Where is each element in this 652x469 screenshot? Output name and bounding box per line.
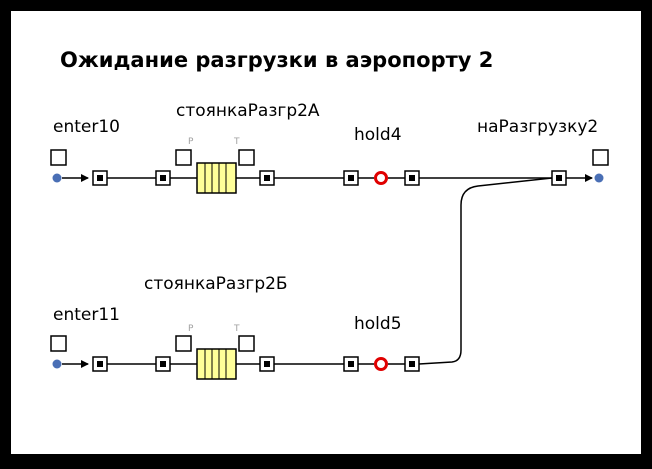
port-dot (556, 175, 562, 181)
port-dot (348, 361, 354, 367)
t-port-box (238, 335, 255, 352)
p-port-box (175, 149, 192, 166)
port-dot (160, 361, 166, 367)
hold5-label: hold5 (354, 314, 402, 334)
enter10-block[interactable]: enter10 (50, 117, 120, 186)
port-dot (409, 175, 415, 181)
hold4-block[interactable]: hold4 (343, 125, 420, 186)
p-port-label: P (188, 137, 194, 147)
port-dot (264, 361, 270, 367)
sink-label: наРазгрузку2 (477, 117, 598, 137)
diagram-title: Ожидание разгрузки в аэропорту 2 (60, 48, 493, 72)
sink-block[interactable]: наРазгрузку2 (477, 117, 609, 186)
stoyankaA-block[interactable]: стоянкаРазгр2А P T (155, 101, 320, 194)
port-dot (97, 175, 103, 181)
t-port-box (238, 149, 255, 166)
diagram-frame (9, 9, 643, 456)
hold-icon (374, 357, 388, 371)
hold4-label: hold4 (354, 125, 402, 145)
enter10-label: enter10 (53, 117, 120, 137)
stoyankaB-label: стоянкаРазгр2Б (144, 274, 288, 294)
merge-connector (418, 177, 553, 365)
port-dot (264, 175, 270, 181)
hold-icon (374, 171, 388, 185)
sink-endpoint (594, 173, 604, 183)
queue-icon (196, 162, 237, 194)
port-dot (409, 361, 415, 367)
t-port-label: T (233, 137, 240, 147)
t-port-label: T (233, 324, 240, 334)
row-bottom: enter11 стоянкаРазгр2Б P T (50, 177, 553, 380)
enter10-icon-box (50, 149, 67, 166)
queue-icon (196, 348, 237, 380)
sink-icon-box (592, 149, 609, 166)
port-dot (160, 175, 166, 181)
enter11-label: enter11 (53, 305, 120, 325)
enter11-endpoint (52, 359, 62, 369)
port-dot (97, 361, 103, 367)
p-port-box (175, 335, 192, 352)
stoyankaA-label: стоянкаРазгр2А (176, 101, 320, 121)
enter11-block[interactable]: enter11 (50, 305, 120, 372)
p-port-label: P (188, 324, 194, 334)
hold5-block[interactable]: hold5 (343, 314, 420, 372)
port-dot (348, 175, 354, 181)
enter10-endpoint (52, 173, 62, 183)
enter11-icon-box (50, 335, 67, 352)
stoyankaB-block[interactable]: стоянкаРазгр2Б P T (144, 274, 288, 380)
row-top: enter10 стоянкаРазгр2А P T (50, 101, 609, 194)
